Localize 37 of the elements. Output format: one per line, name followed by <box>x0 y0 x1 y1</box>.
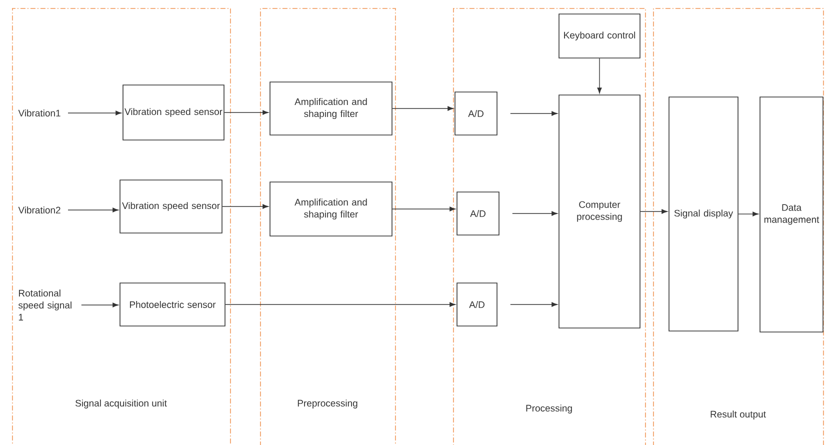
process-box: Computer processing <box>558 94 640 328</box>
arrow <box>597 58 602 94</box>
input-label: Rotational speed signal 1 <box>18 290 72 320</box>
input-label: Vibration1 <box>18 110 60 116</box>
process-box: Amplification and shaping filter <box>270 182 392 236</box>
dashed-panel <box>453 8 646 445</box>
process-box: A/D <box>456 192 500 236</box>
process-box: A/D <box>456 282 498 326</box>
arrow <box>68 208 118 212</box>
process-box: Photoelectric sensor <box>120 282 226 326</box>
panel-title: Result output <box>710 410 766 420</box>
arrow <box>738 212 758 216</box>
process-box: A/D <box>454 92 498 136</box>
process-box: Amplification and shaping filter <box>270 82 392 136</box>
process-box: Vibration speed sensor <box>122 84 224 140</box>
process-box: Keyboard control <box>558 14 640 58</box>
arrow <box>510 302 558 307</box>
input-label: Vibration2 <box>18 206 60 214</box>
dashed-panel <box>12 8 231 445</box>
arrow <box>510 111 558 116</box>
arrow <box>225 302 456 307</box>
arrow <box>512 211 558 216</box>
arrow <box>68 110 122 116</box>
dashed-panel <box>260 8 396 445</box>
dashed-panel <box>653 8 824 445</box>
arrow <box>222 204 268 209</box>
arrow <box>81 302 118 308</box>
process-box: Data management <box>760 96 824 332</box>
arrow <box>392 206 456 212</box>
panel-title: Processing <box>526 404 572 414</box>
arrow <box>640 209 668 214</box>
arrow <box>392 106 454 111</box>
process-box: Signal display <box>668 96 738 332</box>
process-box: Vibration speed sensor <box>120 180 222 234</box>
panel-title: Signal acquisition unit <box>76 400 167 408</box>
arrow <box>224 110 268 115</box>
panel-title: Preprocessing <box>298 400 358 408</box>
